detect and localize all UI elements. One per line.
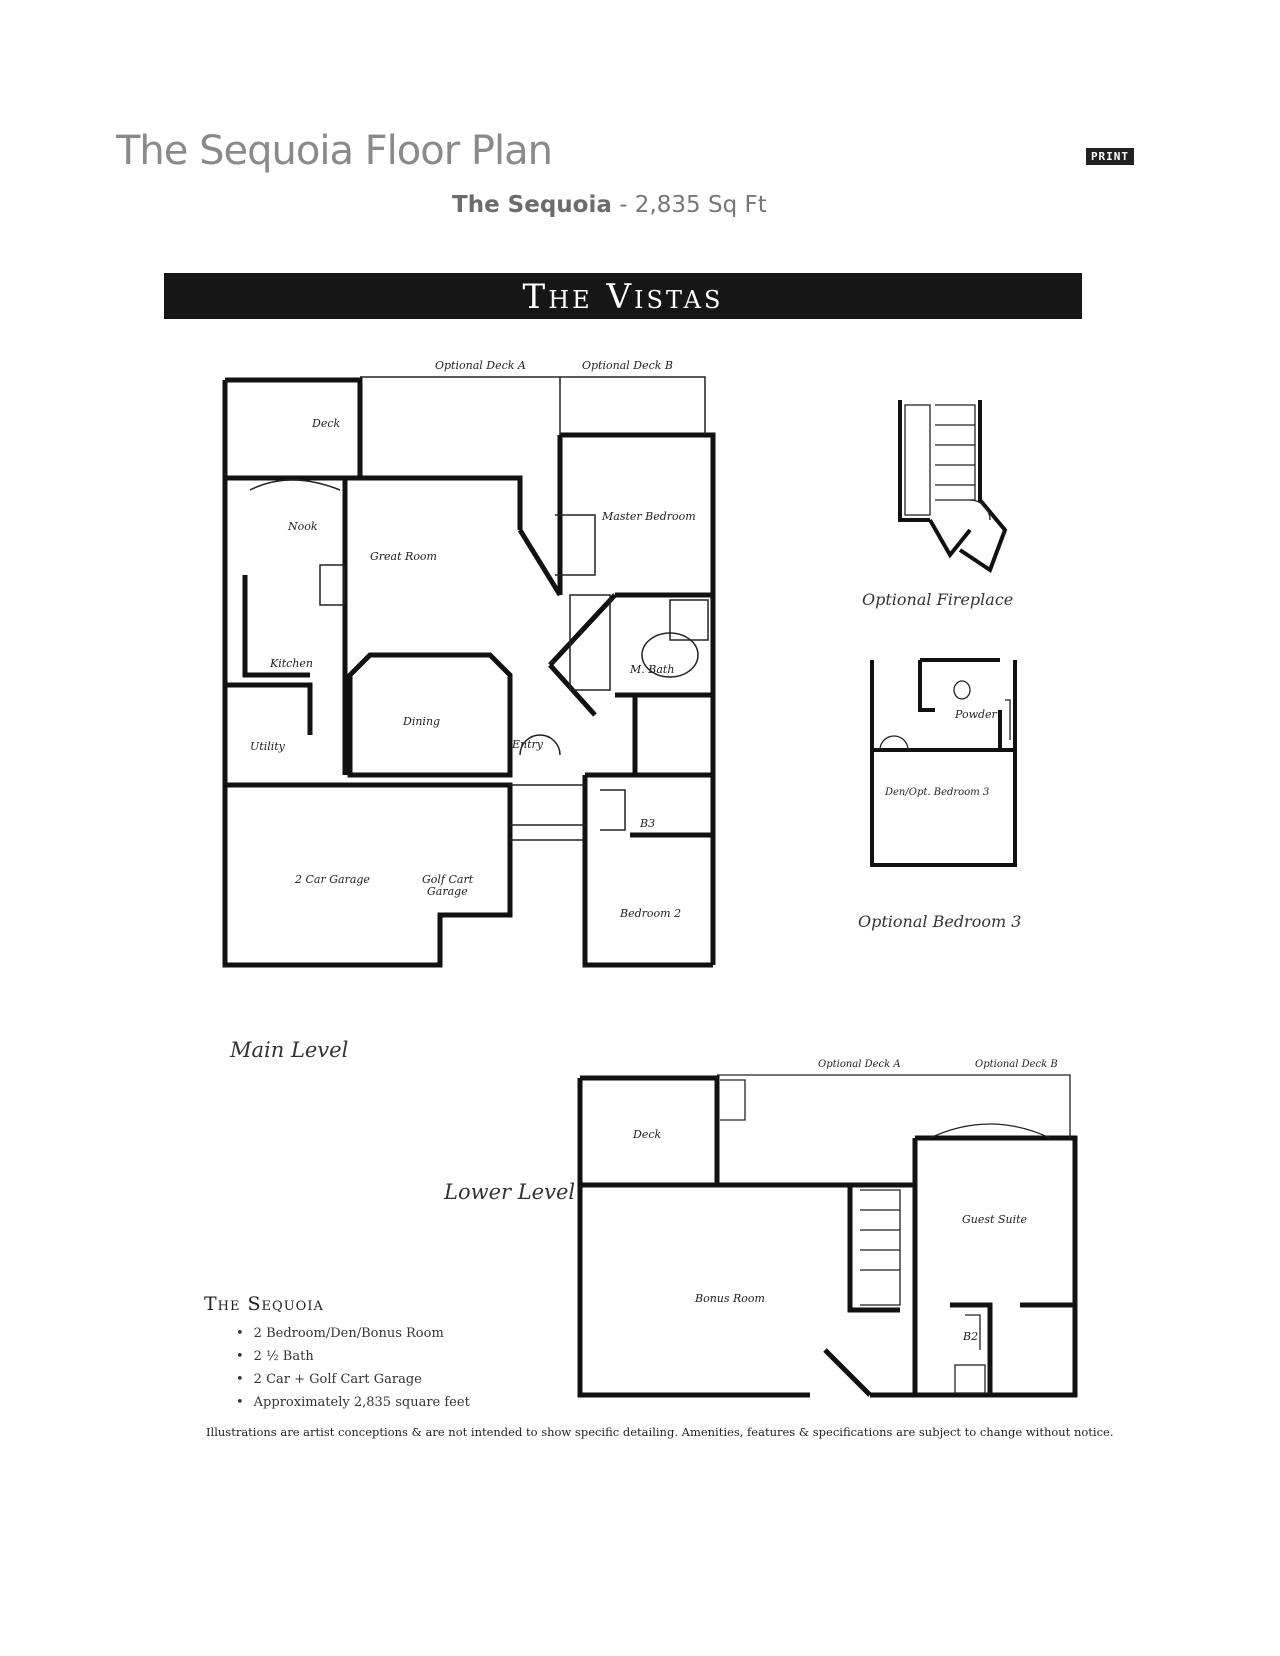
golf-cart-garage-label: Golf Cart — [422, 873, 474, 886]
main-level-floor-plan: Deck Optional Deck A Optional Deck B Noo… — [222, 359, 716, 968]
lower-level-floor-plan: Deck Optional Deck A Optional Deck B Gue… — [577, 1059, 1078, 1398]
golf-cart-garage-label-line2: Garage — [427, 885, 468, 898]
subtitle-model-name: The Sequoia — [452, 192, 612, 218]
spec-item: 2 Car + Golf Cart Garage — [236, 1368, 470, 1391]
optional-bedroom-plan: Powder Den/Opt. Bedroom 3 — [870, 658, 1017, 867]
main-level-label: Main Level — [230, 1038, 349, 1062]
page-title: The Sequoia Floor Plan — [116, 128, 553, 174]
nook-label: Nook — [287, 520, 318, 533]
page-subtitle: The Sequoia - 2,835 Sq Ft — [452, 192, 767, 218]
bonus-room-label: Bonus Room — [694, 1292, 765, 1305]
spec-item: Approximately 2,835 square feet — [236, 1391, 470, 1414]
optional-bedroom-label: Optional Bedroom 3 — [858, 912, 1022, 931]
entry-label: Entry — [511, 738, 544, 751]
lower-level-label: Lower Level — [444, 1180, 576, 1204]
master-bedroom-label: Master Bedroom — [601, 510, 696, 523]
main-optional-deck-a-label: Optional Deck A — [435, 359, 526, 372]
bath-2-label: B2 — [962, 1330, 978, 1343]
main-optional-deck-b-label: Optional Deck B — [582, 359, 673, 372]
two-car-garage-label: 2 Car Garage — [294, 873, 370, 886]
kitchen-label: Kitchen — [269, 657, 313, 670]
bath-3-label: B3 — [639, 817, 655, 830]
specs-list: 2 Bedroom/Den/Bonus Room 2 ½ Bath 2 Car … — [236, 1322, 470, 1414]
lower-optional-deck-b-label: Optional Deck B — [975, 1059, 1058, 1070]
main-deck-label: Deck — [311, 417, 340, 430]
optional-fireplace-label: Optional Fireplace — [862, 590, 1014, 609]
master-bath-label: M. Bath — [629, 663, 674, 676]
powder-label: Powder — [954, 708, 998, 721]
guest-suite-label: Guest Suite — [962, 1213, 1028, 1226]
spec-item: 2 Bedroom/Den/Bonus Room — [236, 1322, 470, 1345]
lower-optional-deck-a-label: Optional Deck A — [818, 1059, 901, 1070]
den-opt-bedroom-label: Den/Opt. Bedroom 3 — [884, 787, 989, 798]
dining-label: Dining — [402, 715, 440, 728]
optional-fireplace-plan — [898, 400, 1008, 574]
print-button[interactable]: PRINT — [1086, 148, 1134, 165]
disclaimer-text: Illustrations are artist conceptions & a… — [206, 1425, 1114, 1439]
subtitle-square-feet: - 2,835 Sq Ft — [611, 192, 767, 218]
lower-deck-label: Deck — [632, 1128, 661, 1141]
community-banner: The Vistas — [164, 273, 1082, 319]
bedroom-2-label: Bedroom 2 — [619, 907, 681, 920]
utility-label: Utility — [250, 740, 286, 753]
specs-title: The Sequoia — [204, 1293, 324, 1315]
great-room-label: Great Room — [370, 550, 437, 563]
spec-item: 2 ½ Bath — [236, 1345, 470, 1368]
